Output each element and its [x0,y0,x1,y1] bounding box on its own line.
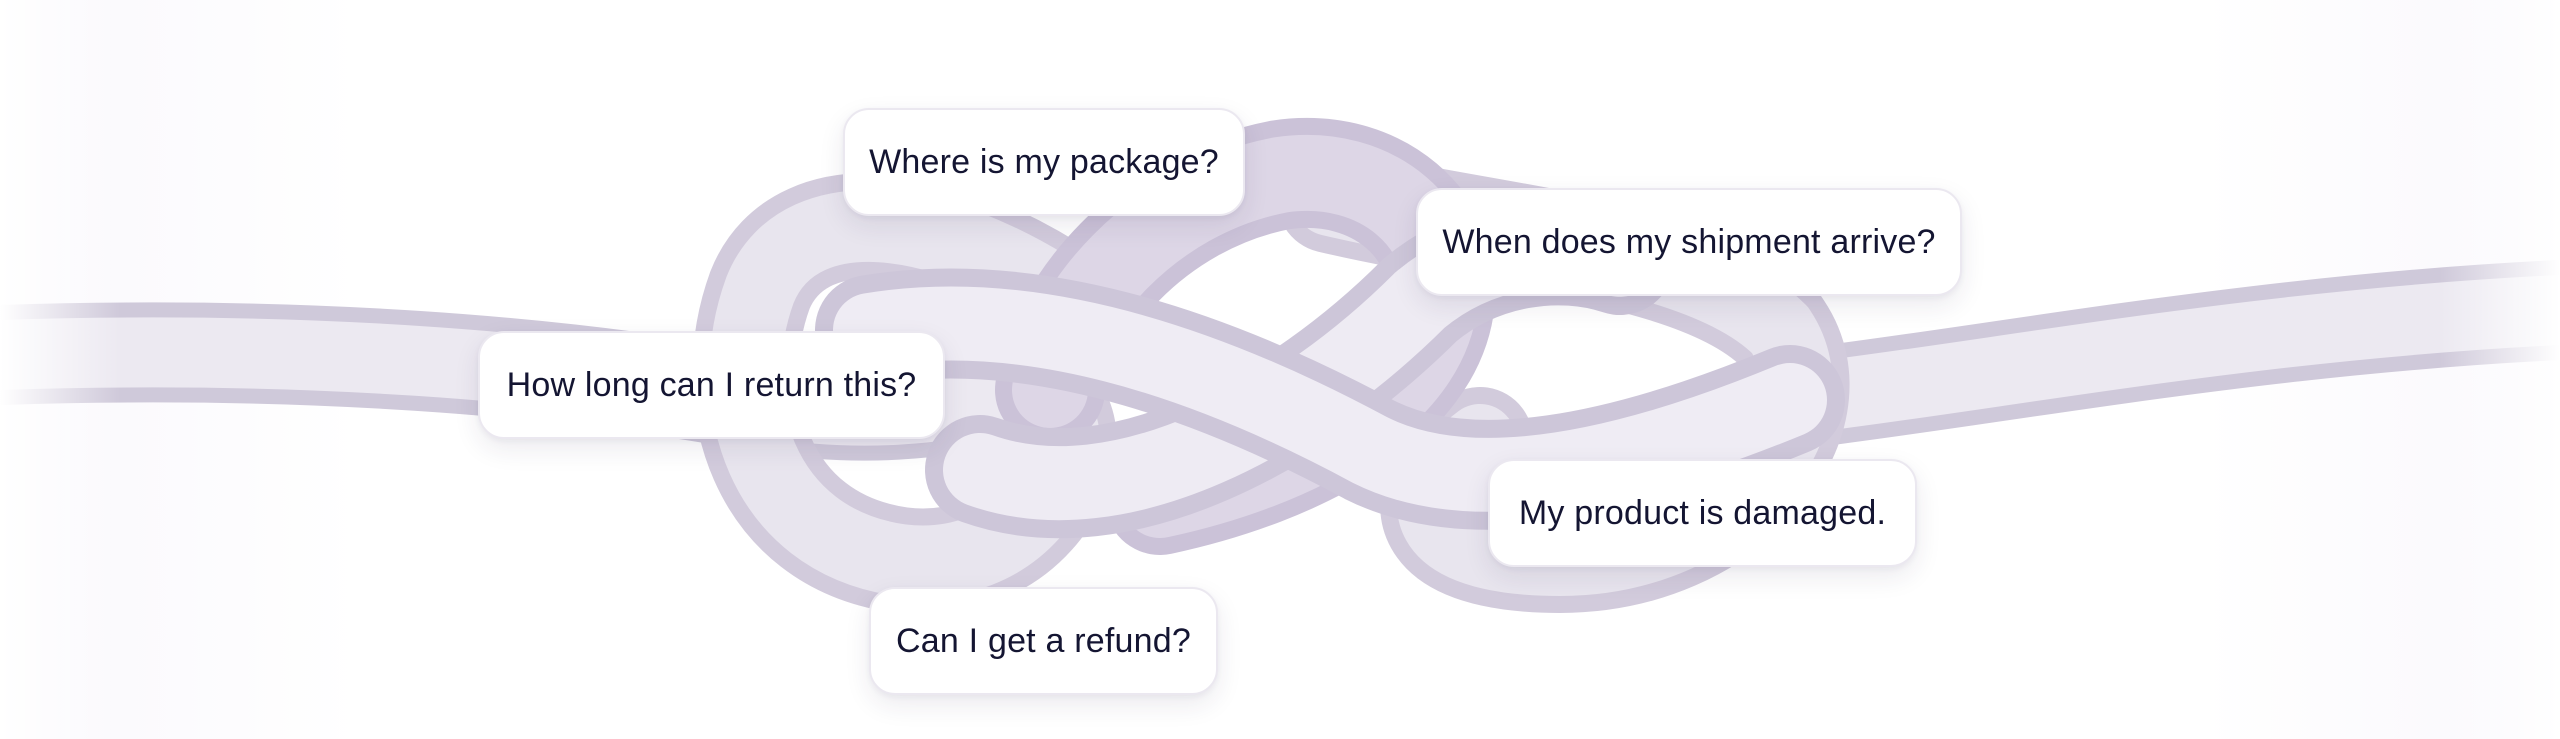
question-bubble-where-package: Where is my package? [843,108,1245,216]
question-text: Where is my package? [869,142,1219,181]
question-text: How long can I return this? [506,365,917,404]
question-text: Can I get a refund? [896,621,1191,660]
question-bubble-refund: Can I get a refund? [869,587,1218,695]
question-bubble-return-time: How long can I return this? [478,331,945,439]
question-text: When does my shipment arrive? [1442,222,1936,261]
question-bubble-product-damaged: My product is damaged. [1488,459,1917,567]
rope-strand-right [1740,260,2560,450]
question-bubble-shipment-arrive: When does my shipment arrive? [1416,188,1962,296]
question-text: My product is damaged. [1518,493,1887,532]
